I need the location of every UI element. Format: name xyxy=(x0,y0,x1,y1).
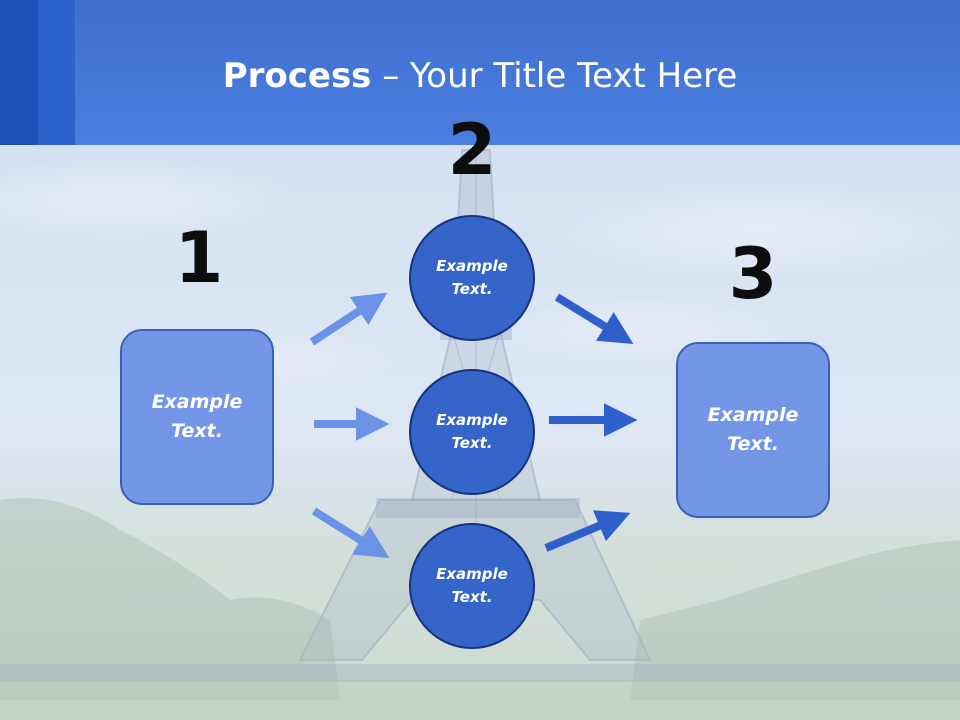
header-band: Process – Your Title Text Here xyxy=(0,0,960,145)
process-box-left[interactable]: Example Text. xyxy=(120,329,274,505)
process-circle-bottom-text: Example Text. xyxy=(436,565,508,606)
process-circle-bottom[interactable]: Example Text. xyxy=(409,523,535,649)
step-number-1: 1 xyxy=(174,217,224,299)
process-box-right-text: Example Text. xyxy=(707,404,799,455)
left-trees xyxy=(0,498,340,700)
header-accent-mid xyxy=(38,0,75,145)
process-circle-middle[interactable]: Example Text. xyxy=(409,369,535,495)
process-box-right[interactable]: Example Text. xyxy=(676,342,830,518)
arrow-top-to-right xyxy=(554,293,634,345)
process-circle-middle-text: Example Text. xyxy=(436,411,508,452)
lawn xyxy=(0,680,960,720)
step-number-2: 2 xyxy=(447,109,497,191)
header-accent-dark xyxy=(0,0,38,145)
process-circle-top[interactable]: Example Text. xyxy=(409,215,535,341)
step-number-3: 3 xyxy=(728,233,778,315)
arrow-left-to-bottom xyxy=(311,507,390,559)
process-box-left-text: Example Text. xyxy=(151,391,243,442)
arrow-bottom-to-right xyxy=(544,510,631,552)
process-circle-top-text: Example Text. xyxy=(436,257,508,298)
arrow-left-to-top xyxy=(309,292,388,346)
right-trees xyxy=(630,540,960,700)
slide-title: Process – Your Title Text Here xyxy=(0,52,960,100)
slide-title-rest: – Your Title Text Here xyxy=(371,56,738,96)
crowd xyxy=(0,664,960,682)
slide-title-bold: Process xyxy=(222,56,372,96)
